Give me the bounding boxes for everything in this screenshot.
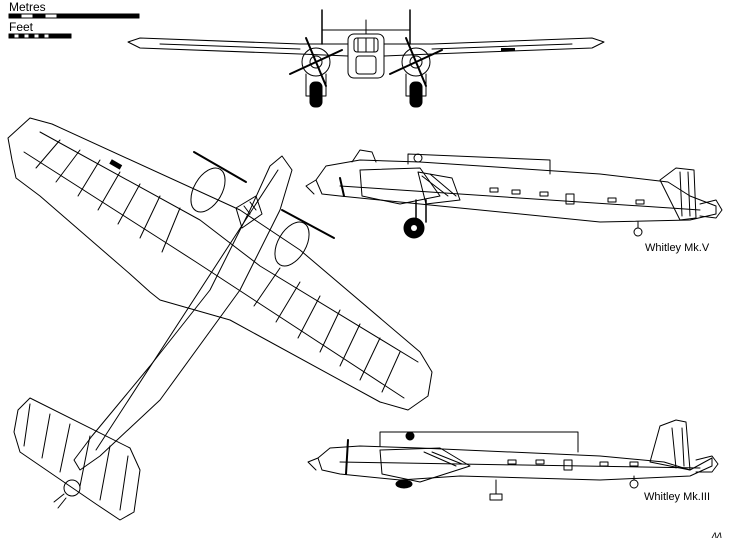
plan-fuselage [73, 155, 293, 471]
side-view-mk5 [305, 149, 723, 239]
scale-bar-metres [8, 13, 140, 19]
front-left-engine [301, 47, 331, 77]
front-left-propeller [289, 37, 343, 87]
front-right-engine [401, 47, 431, 77]
plan-view [7, 117, 433, 521]
mk5-engine-nacelle [359, 167, 441, 205]
front-view [127, 9, 605, 108]
front-right-wheel [409, 81, 423, 108]
mk3-fuselage [317, 445, 713, 481]
plan-tailplane [13, 397, 141, 521]
mk3-ventral-turret [489, 493, 503, 501]
mk5-tail-wheel [633, 227, 643, 237]
caption-mk3: Whitley Mk.III [644, 491, 711, 503]
plan-right-engine [274, 221, 310, 267]
mk5-fin [659, 167, 697, 221]
scale-metres-label: Metres [9, 0, 46, 14]
scale-feet-label: Feet [9, 20, 34, 34]
mk3-engine-nacelle [379, 447, 471, 483]
scale-bar-feet [8, 33, 72, 39]
front-left-wheel [309, 81, 323, 108]
mk3-tail-wheel [629, 479, 639, 489]
plan-left-propeller [193, 151, 247, 183]
plan-main-wing [7, 117, 433, 411]
plan-tail-turret [63, 479, 81, 497]
mk5-fuselage [315, 159, 717, 223]
mk3-fin [649, 419, 691, 471]
artist-signature: ʌʌ [712, 530, 722, 541]
side-view-mk3 [307, 419, 719, 501]
front-right-propeller [389, 37, 443, 87]
caption-mk5: Whitley Mk.V [645, 242, 710, 254]
mk3-propeller [345, 439, 349, 475]
mk3-main-wheel [395, 479, 413, 489]
plan-right-propeller [281, 209, 335, 239]
plan-left-engine [190, 167, 226, 213]
mk5-propeller [339, 177, 345, 197]
